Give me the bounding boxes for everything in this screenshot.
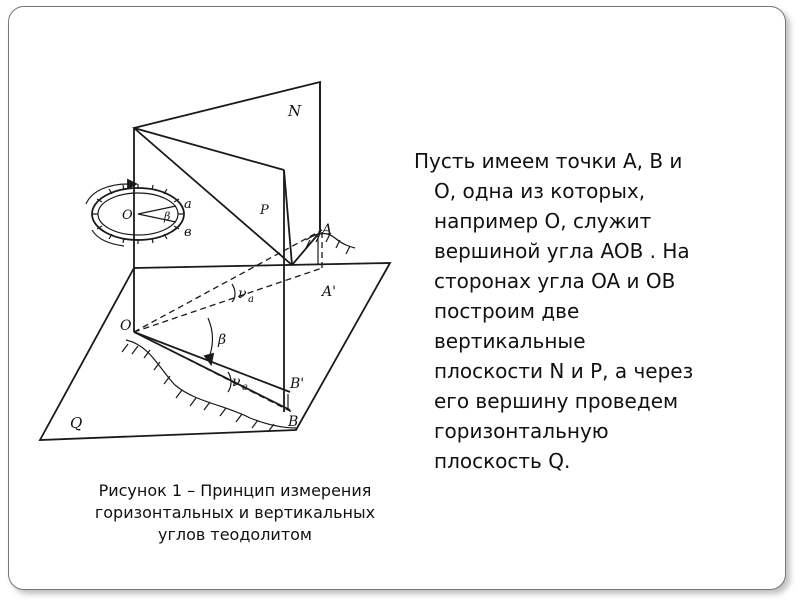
label-plane-n: N bbox=[287, 102, 302, 120]
body-text-line: сторонах угла OA и OB bbox=[434, 269, 676, 293]
terrain-hatch-o bbox=[121, 343, 275, 433]
label-angle-nu-a: ν bbox=[238, 286, 247, 302]
plane-p-top-edge bbox=[133, 127, 285, 171]
label-point-a-proj: A' bbox=[320, 284, 336, 300]
caption-line: углов теодолитом bbox=[157, 525, 312, 544]
label-circle-beta: β bbox=[163, 210, 170, 223]
label-angle-nu-b-sub: в bbox=[242, 382, 248, 393]
label-plane-q: Q bbox=[70, 414, 82, 432]
body-text-line: O, одна из которых, bbox=[434, 179, 646, 203]
angle-beta-arrow bbox=[203, 352, 215, 367]
body-text: Пусть имеем точки A, B и O, одна из кото… bbox=[414, 146, 774, 476]
plane-q-outline bbox=[38, 262, 392, 441]
body-text-line: например O, служит bbox=[434, 209, 652, 233]
label-circle-o: O bbox=[122, 208, 133, 223]
label-angle-nu-a-sub: a bbox=[248, 294, 254, 305]
plane-p-slope-edge bbox=[283, 169, 293, 266]
angle-nu-a-arc bbox=[231, 283, 236, 303]
dashed-o-to-a bbox=[133, 229, 323, 333]
label-angle-nu-b: ν bbox=[232, 374, 241, 390]
label-point-o: O bbox=[120, 318, 132, 334]
label-angle-beta: β bbox=[217, 332, 226, 348]
caption-line: горизонтальных и вертикальных bbox=[94, 503, 376, 522]
dashed-o-to-a-proj bbox=[133, 267, 323, 333]
body-text-line: его вершину проведем bbox=[434, 389, 679, 413]
label-circle-b: в bbox=[184, 225, 192, 240]
rotation-arrow-tail bbox=[91, 229, 125, 247]
circle-radius-a bbox=[137, 205, 177, 215]
label-circle-a: a bbox=[184, 197, 192, 212]
dashed-top-horizontal bbox=[133, 262, 391, 269]
body-text-line: горизонтальную bbox=[434, 419, 609, 443]
angle-nu-b-arc bbox=[227, 371, 232, 393]
rotation-arrow-arc bbox=[85, 183, 129, 205]
caption-line: Рисунок 1 – Принцип измерения bbox=[98, 481, 372, 500]
label-point-b-proj: B' bbox=[289, 376, 304, 392]
body-text-line: Пусть имеем точки A, B и bbox=[414, 149, 683, 173]
plane-n-outline bbox=[132, 80, 321, 267]
body-text-line: плоскость Q. bbox=[434, 449, 571, 473]
label-plane-p: P bbox=[259, 203, 269, 218]
figure-caption: Рисунок 1 – Принцип измерения горизонтал… bbox=[40, 480, 430, 546]
circle-radius-b bbox=[137, 213, 177, 223]
body-text-line: вертикальные bbox=[434, 329, 586, 353]
terrain-profile-o bbox=[125, 339, 297, 429]
rotation-arrow-head bbox=[127, 178, 139, 190]
terrain-profile-a bbox=[305, 232, 356, 249]
body-text-line: плоскости N и P, а через bbox=[434, 359, 694, 383]
label-point-a: A bbox=[320, 222, 332, 238]
horizontal-circle-ticks bbox=[93, 184, 183, 244]
slide-frame bbox=[8, 6, 786, 590]
body-text-line: построим две bbox=[434, 299, 580, 323]
ray-o-to-b-lower bbox=[133, 331, 291, 411]
label-point-b: B bbox=[287, 414, 298, 430]
body-text-line: вершиной угла AOB . На bbox=[434, 239, 690, 263]
